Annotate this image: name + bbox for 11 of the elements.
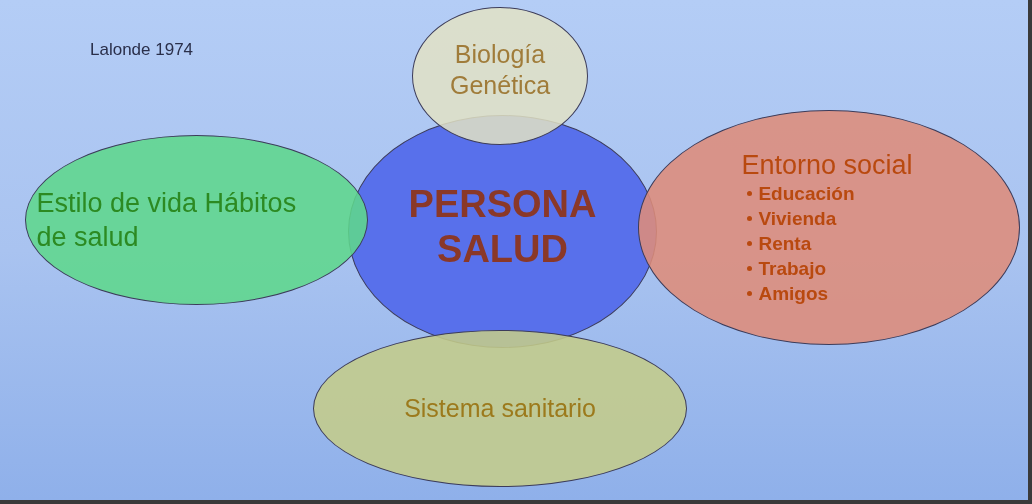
node-label: PERSONA SALUD xyxy=(407,181,598,272)
list-item: Vivienda xyxy=(758,207,837,231)
list-item: Educación xyxy=(758,182,855,206)
node-heading: Entorno social xyxy=(741,149,913,181)
list-item: Trabajo xyxy=(758,257,826,281)
node-label: Sistema sanitario xyxy=(403,392,597,424)
list-item: Renta xyxy=(758,232,812,256)
node-label: Biología Genética xyxy=(448,39,552,101)
node-label: Estilo de vida Hábitos de salud xyxy=(36,187,298,254)
list-item: Amigos xyxy=(758,282,829,306)
citation-label: Lalonde 1974 xyxy=(90,39,194,61)
